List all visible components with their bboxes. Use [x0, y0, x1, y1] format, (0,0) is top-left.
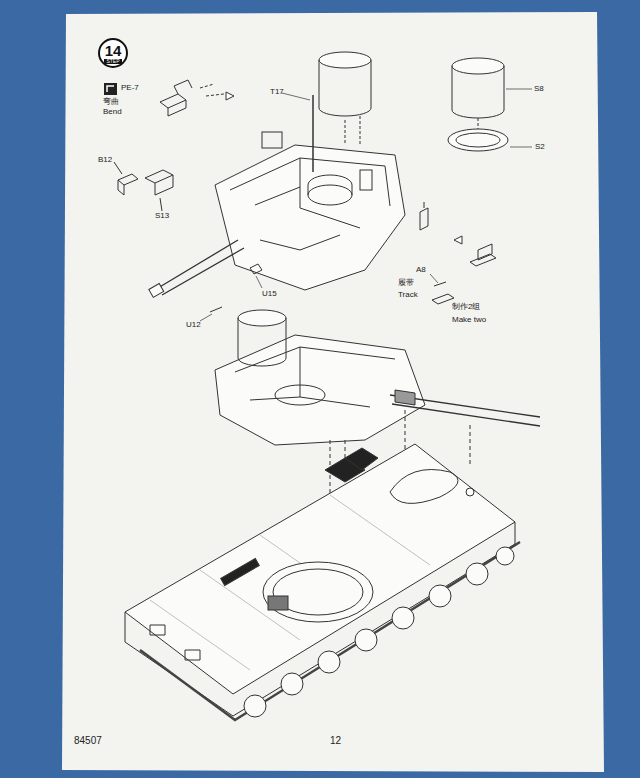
part-label: S2 — [535, 143, 545, 151]
part-label: 制作2组 — [452, 303, 480, 311]
part-label: Bend — [103, 108, 122, 116]
part-label: S8 — [534, 85, 544, 93]
step-number: 14 — [105, 43, 122, 58]
part-label: B12 — [98, 156, 112, 164]
step-word: STEP — [104, 59, 121, 64]
page-number: 84507 — [74, 736, 102, 746]
part-label: S13 — [155, 212, 169, 220]
page-number: 12 — [330, 736, 341, 746]
part-label: 履带 — [398, 279, 414, 287]
part-label: U15 — [262, 290, 277, 298]
part-label: A8 — [416, 266, 426, 274]
part-label: Make two — [452, 316, 486, 324]
part-label: T17 — [270, 88, 284, 96]
part-label: PE-7 — [121, 84, 139, 92]
part-label: Track — [398, 291, 418, 299]
step-badge: 14STEP — [98, 38, 128, 68]
part-label: U12 — [186, 321, 201, 329]
part-label: 弯曲 — [103, 98, 119, 106]
